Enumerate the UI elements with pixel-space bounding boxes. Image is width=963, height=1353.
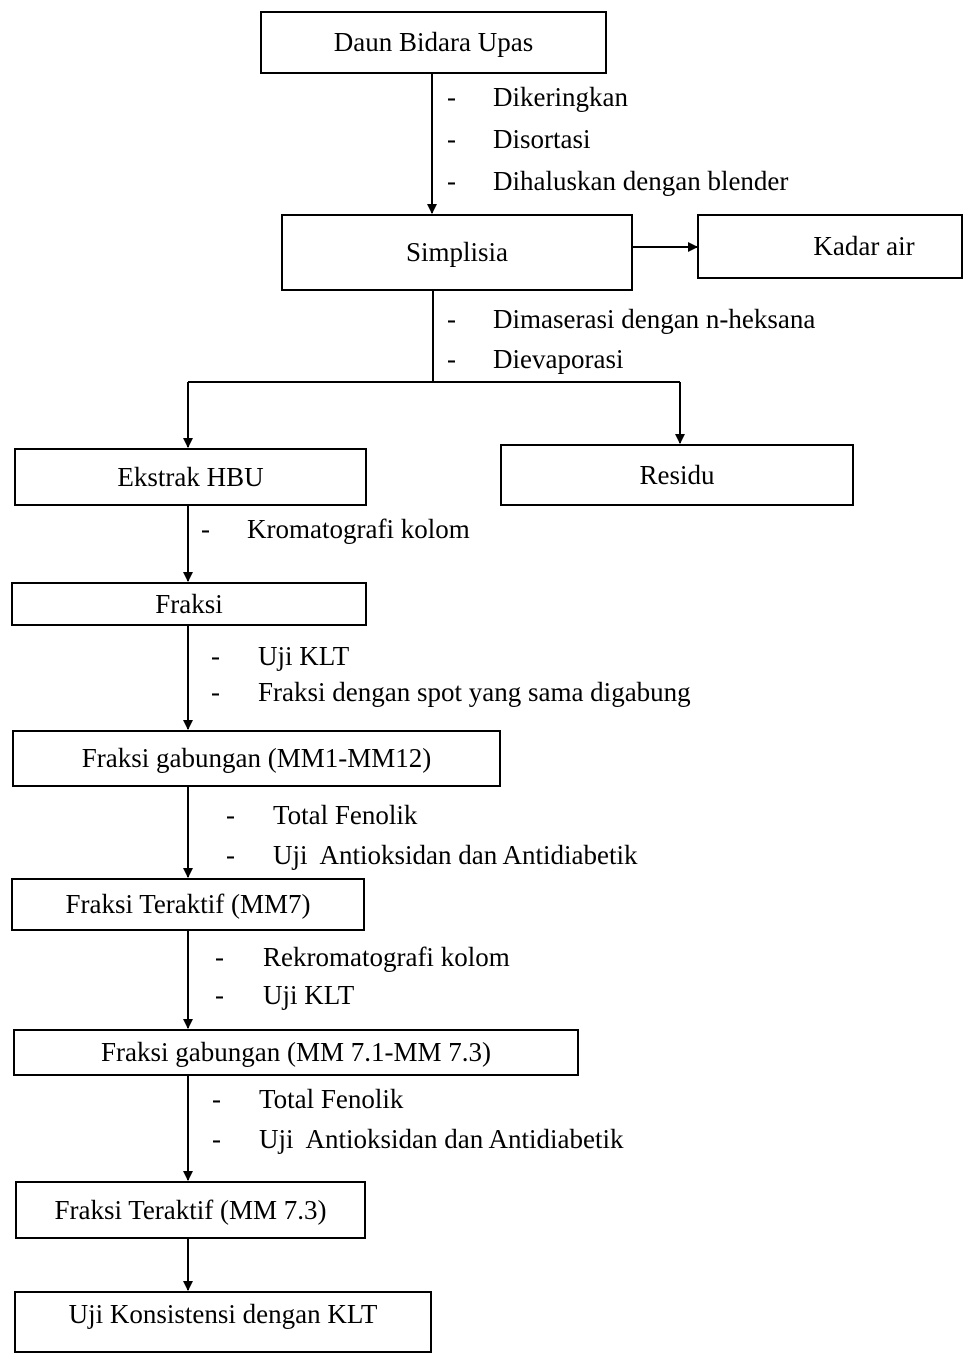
bullet-dash: - xyxy=(215,980,224,1010)
bullet-dash: - xyxy=(215,942,224,972)
node-ekstrak-hbu: Ekstrak HBU xyxy=(14,448,367,506)
bullet-dash: - xyxy=(211,677,220,707)
node-daun-bidara-upas: Daun Bidara Upas xyxy=(260,11,607,74)
node-label: Simplisia xyxy=(405,237,508,267)
step-text: Rekromatografi kolom xyxy=(263,942,510,972)
step-text: Fraksi dengan spot yang sama digabung xyxy=(258,677,691,707)
bullet-dash: - xyxy=(226,800,235,830)
node-fraksi-teraktif-mm73: Fraksi Teraktif (MM 7.3) xyxy=(15,1181,366,1239)
node-label: Fraksi Teraktif (MM 7.3) xyxy=(54,1194,327,1225)
step-text: Uji Antioksidan dan Antidiabetik xyxy=(273,840,638,870)
node-fraksi: Fraksi xyxy=(11,582,367,626)
step-text: Total Fenolik xyxy=(259,1084,404,1114)
step-text: Dimaserasi dengan n-heksana xyxy=(493,304,816,334)
bullet-dash: - xyxy=(447,344,456,374)
step-text: Total Fenolik xyxy=(273,800,418,830)
node-simplisia: Simplisia xyxy=(281,214,633,291)
bullet-dash: - xyxy=(447,124,456,154)
bullet-dash: - xyxy=(447,304,456,334)
step-text: Kromatografi kolom xyxy=(247,514,470,544)
step-text: Uji KLT xyxy=(258,641,350,671)
node-label: Fraksi xyxy=(155,588,223,619)
bullet-dash: - xyxy=(447,166,456,196)
node-fraksi-gabungan-mm7: Fraksi gabungan (MM 7.1-MM 7.3) xyxy=(13,1029,579,1076)
node-label: Fraksi gabungan (MM1-MM12) xyxy=(81,743,432,773)
bullet-dash: - xyxy=(447,82,456,112)
step-text: Dievaporasi xyxy=(493,344,624,374)
node-fraksi-gabungan-mm1-mm12: Fraksi gabungan (MM1-MM12) xyxy=(12,730,501,787)
node-fraksi-teraktif-mm7: Fraksi Teraktif (MM7) xyxy=(11,878,365,931)
step-text: Uji Antioksidan dan Antidiabetik xyxy=(259,1124,624,1154)
node-label: Uji Konsistensi dengan KLT xyxy=(68,1299,378,1329)
bullet-dash: - xyxy=(212,1084,221,1114)
node-kadar-air: Kadar air xyxy=(697,214,963,279)
node-label: Fraksi gabungan (MM 7.1-MM 7.3) xyxy=(101,1037,491,1067)
node-residu: Residu xyxy=(500,444,854,506)
step-text: Uji KLT xyxy=(263,980,355,1010)
step-text: Dikeringkan xyxy=(493,82,628,112)
node-label: Ekstrak HBU xyxy=(117,461,264,492)
bullet-dash: - xyxy=(212,1124,221,1154)
node-label: Daun Bidara Upas xyxy=(333,27,534,57)
node-uji-konsistensi-klt: Uji Konsistensi dengan KLT xyxy=(14,1291,432,1353)
node-label: Fraksi Teraktif (MM7) xyxy=(65,889,311,919)
step-text: Dihaluskan dengan blender xyxy=(493,166,789,196)
node-label: Residu xyxy=(639,459,715,490)
node-label: Kadar air xyxy=(813,231,915,261)
bullet-dash: - xyxy=(201,514,210,544)
bullet-dash: - xyxy=(226,840,235,870)
bullet-dash: - xyxy=(211,641,220,671)
step-text: Disortasi xyxy=(493,124,591,154)
